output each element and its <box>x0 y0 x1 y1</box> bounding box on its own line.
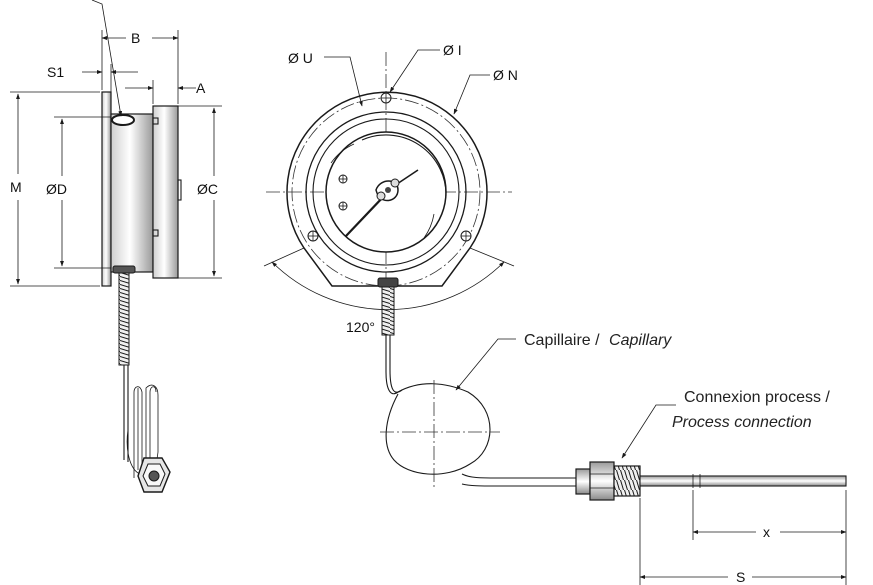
bezel <box>305 111 467 273</box>
dim-n-label: Ø N <box>493 67 518 83</box>
dim-x-label: x <box>763 524 770 540</box>
process-connection-fitting <box>575 461 641 501</box>
dim-d-label: ØD <box>46 181 67 197</box>
front-capillary-spring <box>381 286 395 336</box>
angle-label: 120° <box>346 319 375 335</box>
reset-knob <box>111 114 135 126</box>
bulb-nut <box>137 457 171 493</box>
mounting-hole-top <box>380 92 392 104</box>
rear-cover <box>152 105 179 279</box>
stem-nut <box>112 265 136 274</box>
dim-u-label: Ø U <box>288 50 313 66</box>
dial-screw-upper <box>338 174 348 184</box>
process-callout-fr: Connexion process / <box>684 389 830 406</box>
capillary-callout-en: Capillary <box>609 332 672 349</box>
capillary-callout-fr: Capillaire / <box>524 332 600 349</box>
dial-screw-lower <box>338 201 348 211</box>
dim-c-label: ØC <box>197 181 218 197</box>
dim-s1-label: S1 <box>47 64 64 80</box>
pointer <box>345 169 419 237</box>
process-callout-en: Process connection <box>672 414 812 431</box>
capillary-spring <box>118 272 130 366</box>
case-body <box>110 113 154 273</box>
capillary-callout: Capillaire / Capillary <box>524 332 672 349</box>
mounting-hole-left <box>307 230 319 242</box>
side-view: B S1 A M ØD ØC <box>10 0 222 493</box>
dim-m-label: M <box>10 179 22 195</box>
front-view: 120° Ø U Ø I Ø N <box>263 42 847 585</box>
dim-i-label: Ø I <box>443 42 462 58</box>
dim-s-label: S <box>736 569 745 585</box>
dim-a-label: A <box>196 80 206 96</box>
mounting-hole-right <box>460 230 472 242</box>
dim-b-label: B <box>131 30 140 46</box>
front-stem-nut <box>377 277 399 288</box>
front-flange <box>101 91 112 287</box>
sensor-bulb <box>639 475 847 487</box>
